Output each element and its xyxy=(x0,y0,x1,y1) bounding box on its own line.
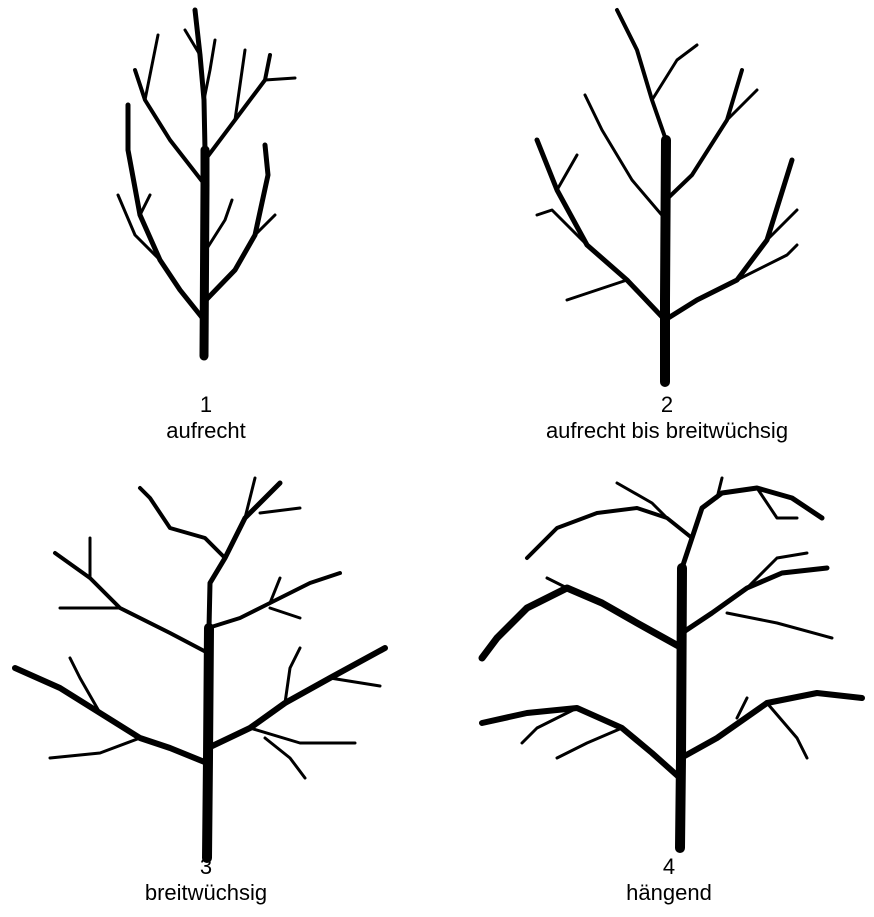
tree-panel-3: 3 breitwüchsig xyxy=(0,458,437,917)
tree-panel-1: 1 aufrecht xyxy=(0,0,437,458)
tree-number: 4 xyxy=(662,854,676,879)
tree-label: breitwüchsig xyxy=(144,880,268,905)
tree-caption-3: 3 breitwüchsig xyxy=(6,854,406,906)
tree-label: hängend xyxy=(626,880,712,905)
tree-caption-1: 1 aufrecht xyxy=(6,392,406,444)
tree-number: 2 xyxy=(660,392,674,417)
tree-drawing-upright xyxy=(116,7,297,361)
tree-drawing-hanging xyxy=(478,476,865,853)
tree-panel-2: 2 aufrecht bis breitwüchsig xyxy=(437,0,874,458)
tree-number: 1 xyxy=(199,392,213,417)
tree-drawing-upright-to-spreading xyxy=(534,8,799,387)
tree-caption-2: 2 aufrecht bis breitwüchsig xyxy=(467,392,867,444)
tree-caption-4: 4 hängend xyxy=(469,854,869,906)
tree-label: aufrecht bis breitwüchsig xyxy=(545,418,789,443)
tree-number: 3 xyxy=(199,854,213,879)
tree-drawing-spreading xyxy=(12,476,388,863)
tree-panel-4: 4 hängend xyxy=(437,458,874,917)
tree-label: aufrecht xyxy=(166,418,246,443)
